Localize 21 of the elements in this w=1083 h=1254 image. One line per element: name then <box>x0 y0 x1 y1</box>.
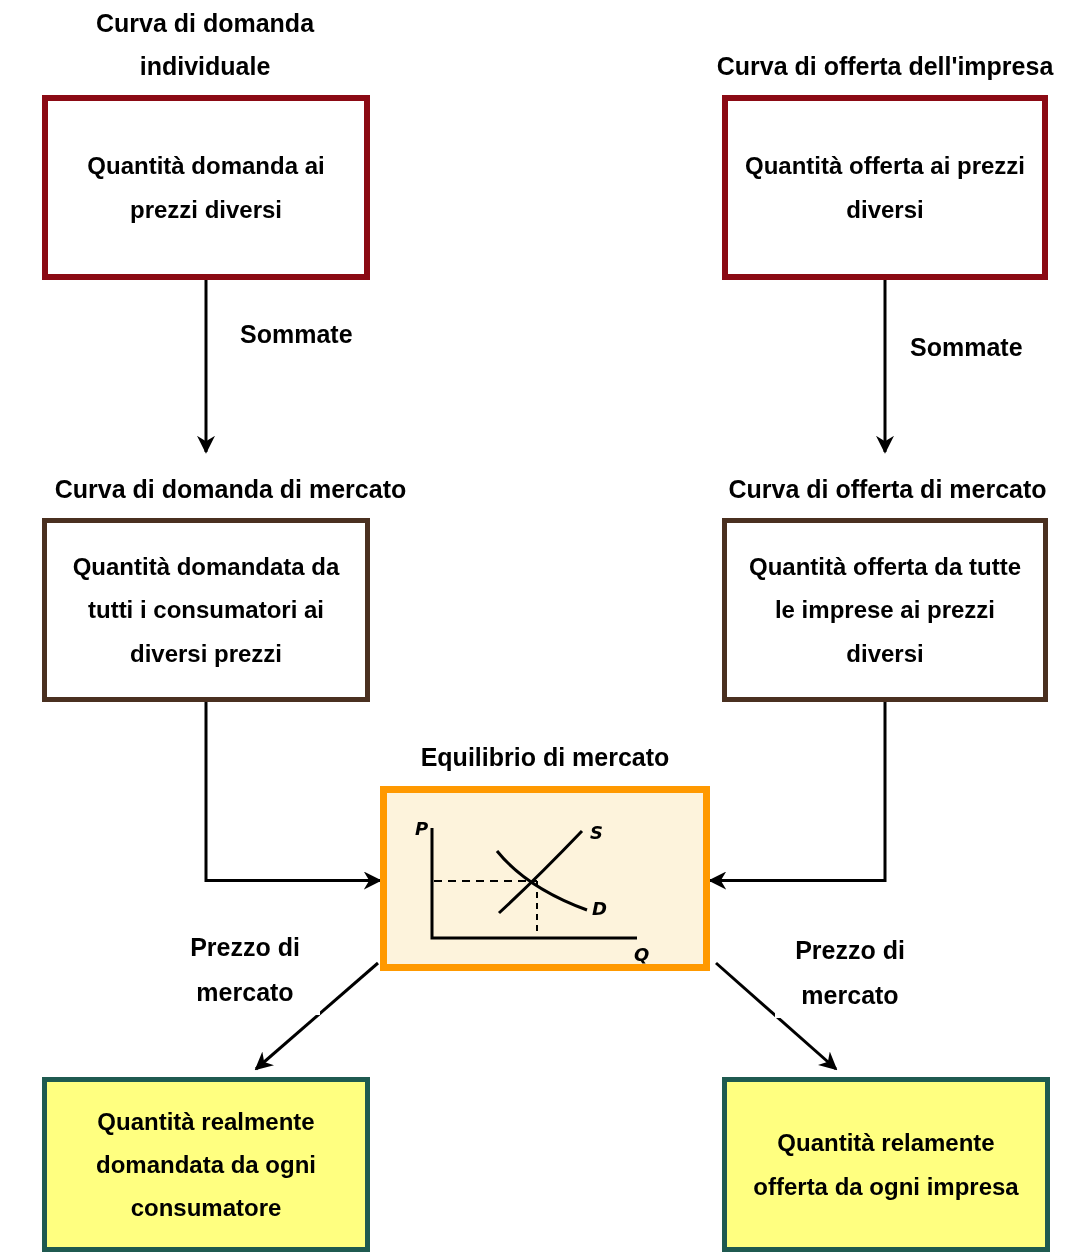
process-box: Quantità domanda ai prezzi diversi <box>42 95 370 280</box>
node-heading: Curva di domanda individuale <box>94 7 316 83</box>
arrow <box>254 961 379 1071</box>
node-heading: Curva di offerta di mercato <box>728 474 1047 506</box>
process-box: Quantità domandata da tutti i consumatori ai diversi prezzi <box>42 518 370 702</box>
curve-label: S <box>590 822 603 843</box>
arrow <box>204 702 382 890</box>
node-heading: Curva di offerta dell'impresa <box>716 51 1054 83</box>
process-box: Quantità offerta da tutte le imprese ai prezzi diversi <box>722 518 1048 702</box>
arrow <box>708 702 887 890</box>
arrow <box>715 961 838 1071</box>
arrow <box>876 280 894 454</box>
curve-label: D <box>592 898 607 919</box>
process-box: Quantità realmente domandata da ogni consumatore <box>42 1077 370 1252</box>
axis-label: P <box>415 818 429 839</box>
arrow <box>197 280 215 454</box>
node-heading: Curva di domanda di mercato <box>54 474 407 506</box>
process-box: Quantità offerta ai prezzi diversi <box>722 95 1048 280</box>
node-heading: Equilibrio di mercato <box>420 742 670 774</box>
process-box: Quantità relamente offerta da ogni impresa <box>722 1077 1050 1252</box>
axis-label: Q <box>634 944 650 964</box>
